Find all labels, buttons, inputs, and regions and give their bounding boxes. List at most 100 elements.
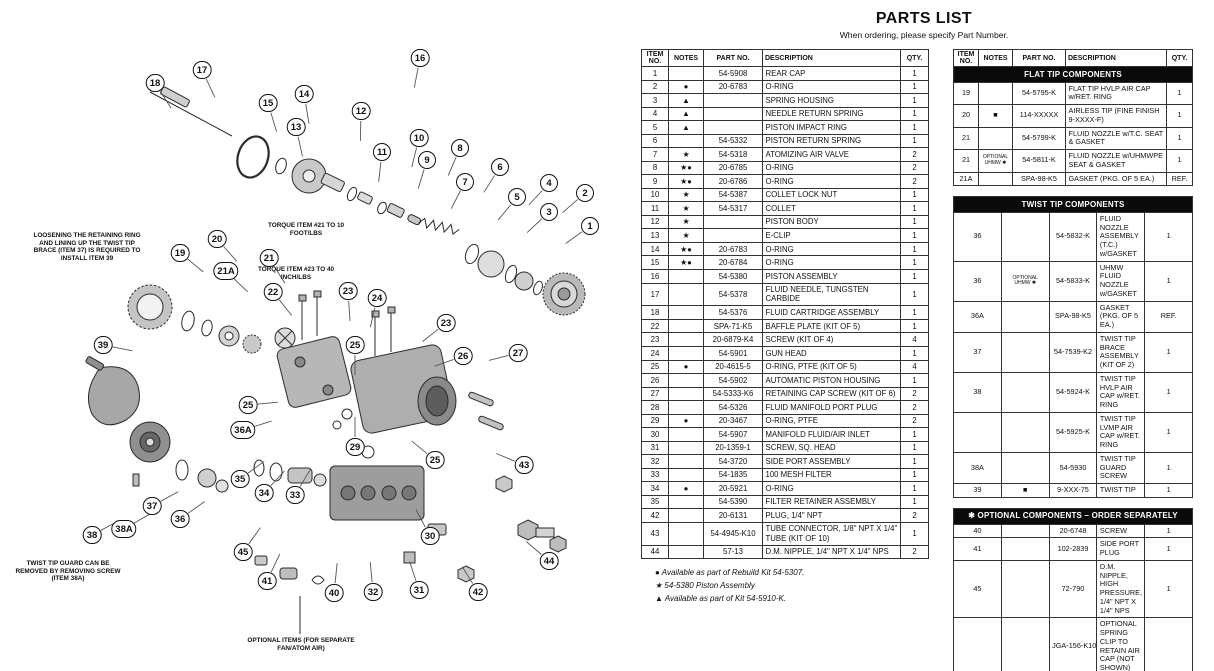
table-cell: 54-5811-K (1012, 149, 1066, 173)
table-cell: PISTON BODY (762, 214, 901, 230)
table-cell: FLUID NEEDLE, TUNGSTEN CARBIDE (762, 282, 901, 307)
callout-45: 45 (233, 543, 253, 561)
callout-43: 43 (514, 456, 534, 474)
callout-29: 29 (345, 438, 365, 456)
callout-11: 11 (372, 143, 392, 161)
table-cell (1000, 523, 1050, 539)
table-cell: 1 (900, 454, 929, 469)
column-header: NOTES (668, 49, 704, 67)
table-cell: SPA-98-K5 (1048, 300, 1098, 333)
table-cell: SIDE PORT ASSEMBLY (762, 454, 901, 469)
table-cell: 54-3720 (703, 454, 763, 469)
table-cell: 14 (641, 241, 669, 257)
table-cell (668, 494, 704, 510)
table-cell: 1 (900, 494, 929, 510)
table-cell: 8 (641, 160, 669, 176)
table-cell: 54-5390 (703, 494, 763, 510)
table-cell: SCREW (1096, 523, 1146, 539)
table-cell: 3 (641, 93, 669, 108)
table-cell: 1 (900, 305, 929, 320)
table-cell: 20-6784 (703, 255, 763, 270)
table-cell (668, 133, 704, 149)
table-cell (1000, 331, 1050, 373)
table-cell: 100 MESH FILTER (762, 467, 901, 483)
table-cell: 1 (900, 373, 929, 388)
table-cell: 17 (641, 282, 669, 307)
table-cell: PISTON IMPACT RING (762, 120, 901, 135)
table-cell: 54-5930 (1048, 451, 1098, 485)
page-title: PARTS LIST (875, 10, 973, 27)
callout-25: 25 (345, 336, 365, 354)
table-cell: 54-5908 (703, 66, 763, 81)
diagram-annotation-0: LOOSENING THE RETAINING RING AND LINING … (33, 232, 141, 263)
table-cell: TWIST TIP LVMP AIR CAP w/RET. RING (1096, 411, 1146, 453)
callout-9: 9 (418, 151, 436, 169)
table-cell: 41 (953, 537, 1002, 561)
table-cell: REAR CAP (762, 66, 901, 81)
table-cell (703, 120, 763, 135)
table-cell: 1 (1144, 523, 1193, 539)
table-cell: COLLET LOCK NUT (762, 187, 901, 203)
table-cell: 2 (900, 544, 929, 560)
table-cell: SCREW (KIT OF 4) (762, 332, 901, 347)
callout-1: 1 (581, 217, 599, 235)
table-cell: 1 (900, 318, 929, 334)
table-cell: 1 (900, 120, 929, 135)
table-cell: 1 (1144, 451, 1193, 485)
table-cell (978, 126, 1013, 151)
table-cell: ★ (668, 228, 704, 243)
table-cell: 12 (641, 214, 669, 230)
table-cell: 11 (641, 201, 669, 216)
table-cell: 20-6748 (1048, 523, 1098, 539)
table-cell: 1 (900, 133, 929, 149)
callout-31: 31 (409, 581, 429, 599)
callout-36: 36 (170, 510, 190, 528)
table-cell: 1 (900, 241, 929, 257)
callout-27: 27 (508, 344, 528, 362)
table-cell (1000, 537, 1050, 561)
table-cell (703, 106, 763, 122)
table-cell: TWIST TIP HVLP AIR CAP w/RET. RING (1096, 371, 1146, 413)
table-cell: 6 (641, 133, 669, 149)
table-cell: SPRING HOUSING (762, 93, 901, 108)
table-cell (668, 373, 704, 388)
table-cell: GASKET (PKG. OF 5 EA.) (1096, 300, 1146, 333)
callout-34: 34 (254, 484, 274, 502)
table-cell: 54-5376 (703, 305, 763, 320)
table-cell: 54-4945-K10 (703, 521, 763, 546)
table-cell (1000, 617, 1050, 671)
table-cell: 1 (900, 345, 929, 361)
column-header: PART NO. (703, 49, 763, 67)
callout-6: 6 (491, 158, 509, 176)
table-cell: 1 (900, 282, 929, 307)
table-cell: ★ (668, 187, 704, 203)
table-cell: 54-7539-K2 (1048, 331, 1098, 373)
table-cell: 20-5921 (703, 481, 763, 496)
callout-8: 8 (451, 139, 469, 157)
column-header: DESCRIPTION (762, 49, 901, 67)
table-cell: GASKET (PKG. OF 5 EA.) (1065, 171, 1167, 187)
table-cell: ★ (668, 201, 704, 216)
callout-21A: 21A (213, 262, 239, 280)
table-cell (668, 268, 704, 284)
table-cell: 9-XXX-75 (1048, 483, 1098, 498)
table-cell (668, 521, 704, 546)
table-cell: 29 (641, 413, 669, 429)
table-cell: 38 (953, 371, 1002, 413)
table-cell: JGA-156-K10 (1048, 617, 1098, 671)
table-cell: 2 (641, 79, 669, 95)
table-cell: ■ (978, 104, 1013, 128)
footnote: ★ 54-5380 Piston Assembly (655, 581, 755, 591)
column-header: DESCRIPTION (1065, 49, 1167, 67)
table-cell: 27 (641, 386, 669, 402)
table-cell: ● (668, 413, 704, 429)
table-cell: D.M. NIPPLE, 1/4" NPT X 1/4" NPS (762, 544, 901, 560)
